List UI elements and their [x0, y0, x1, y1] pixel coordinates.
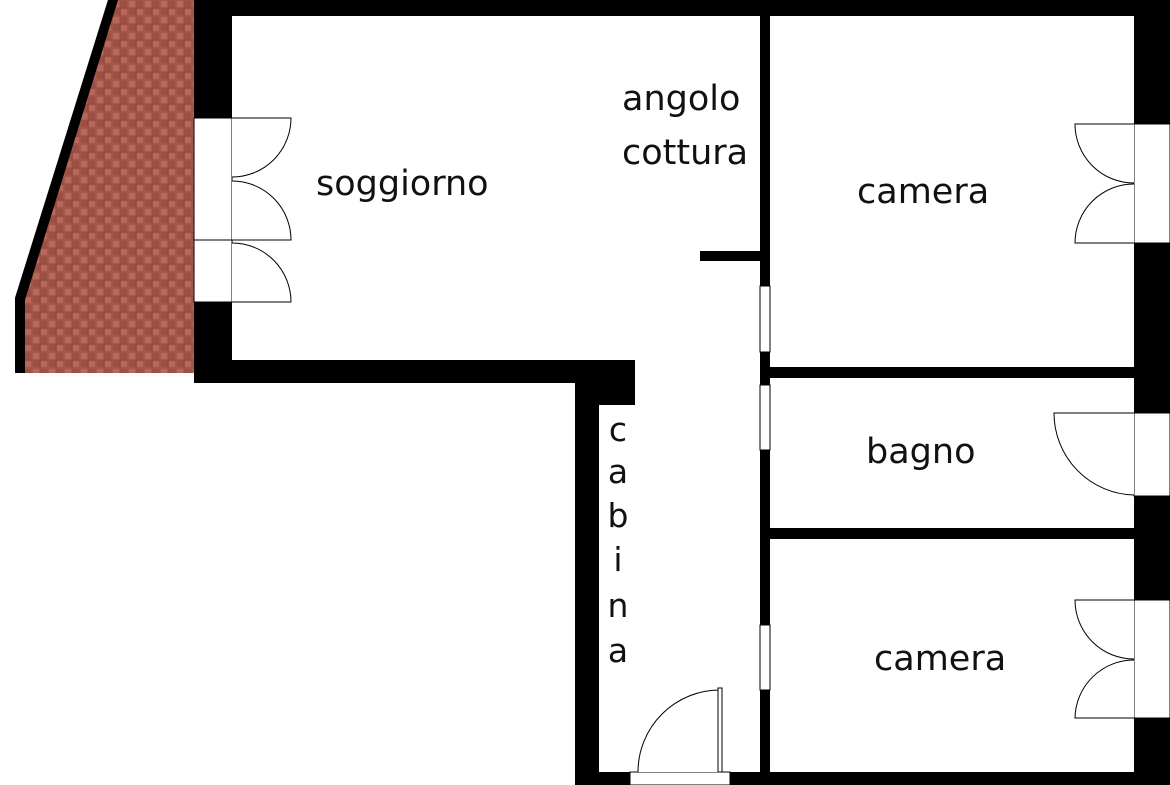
wall-camera-bagno [760, 367, 1170, 378]
door-swing-camera-top-1 [1074, 123, 1135, 184]
label-cabina-letter-5: n [608, 586, 629, 625]
door-swing-camera-bottom-2 [1074, 659, 1135, 719]
opening-right-2 [1133, 412, 1170, 497]
wall-top [194, 0, 1170, 16]
opening-left-1 [193, 117, 233, 241]
label-bagno: bagno [866, 432, 975, 472]
label-cabina-letter-3: b [608, 496, 629, 535]
opening-partition-2 [759, 384, 771, 451]
wall-cabina-left [575, 360, 599, 785]
wall-left-upper [194, 0, 232, 118]
openings [193, 117, 1170, 785]
wall-partition-1 [760, 16, 770, 286]
wall-partition-4 [760, 690, 770, 780]
opening-bottom-door [629, 771, 731, 785]
label-cabina-letter-6: a [608, 631, 628, 670]
label-angolo-cottura-line2: cottura [622, 133, 748, 173]
terrace-floor [15, 0, 196, 373]
door-swing-soggiorno-1 [231, 117, 292, 178]
label-soggiorno: soggiorno [316, 164, 489, 204]
wall-kitchen-stub [700, 251, 762, 261]
opening-right-1 [1133, 123, 1170, 244]
door-leaf-entrance [717, 687, 723, 773]
label-cabina-letter-2: a [608, 452, 628, 491]
wall-soggiorno-bottom [194, 360, 634, 383]
opening-right-3 [1133, 599, 1170, 719]
opening-partition-1 [759, 285, 771, 353]
wall-right-3 [1134, 496, 1170, 600]
room-labels: soggiorno angolo cottura camera bagno ca… [316, 79, 1006, 679]
label-angolo-cottura-line1: angolo [622, 79, 740, 119]
label-camera-top: camera [857, 172, 989, 212]
door-swings [231, 117, 1135, 773]
door-swing-soggiorno-2 [231, 180, 292, 241]
door-swing-entrance [637, 689, 721, 773]
opening-left-2 [193, 239, 233, 303]
door-swing-soggiorno-3 [231, 242, 292, 303]
wall-right-4 [1134, 718, 1170, 785]
label-cabina-letter-4: i [613, 540, 622, 579]
terrace [15, 0, 196, 373]
door-swing-camera-top-2 [1074, 183, 1135, 244]
label-camera-bottom: camera [874, 639, 1006, 679]
wall-right-2 [1134, 243, 1170, 413]
door-swing-camera-bottom-1 [1074, 599, 1135, 660]
wall-bagno-camera [760, 528, 1170, 539]
wall-right-1 [1134, 16, 1170, 124]
wall-corridor-stub [599, 360, 635, 405]
label-cabina-letter-1: c [609, 410, 627, 449]
opening-partition-3 [759, 624, 771, 691]
door-swing-bagno [1053, 412, 1135, 496]
